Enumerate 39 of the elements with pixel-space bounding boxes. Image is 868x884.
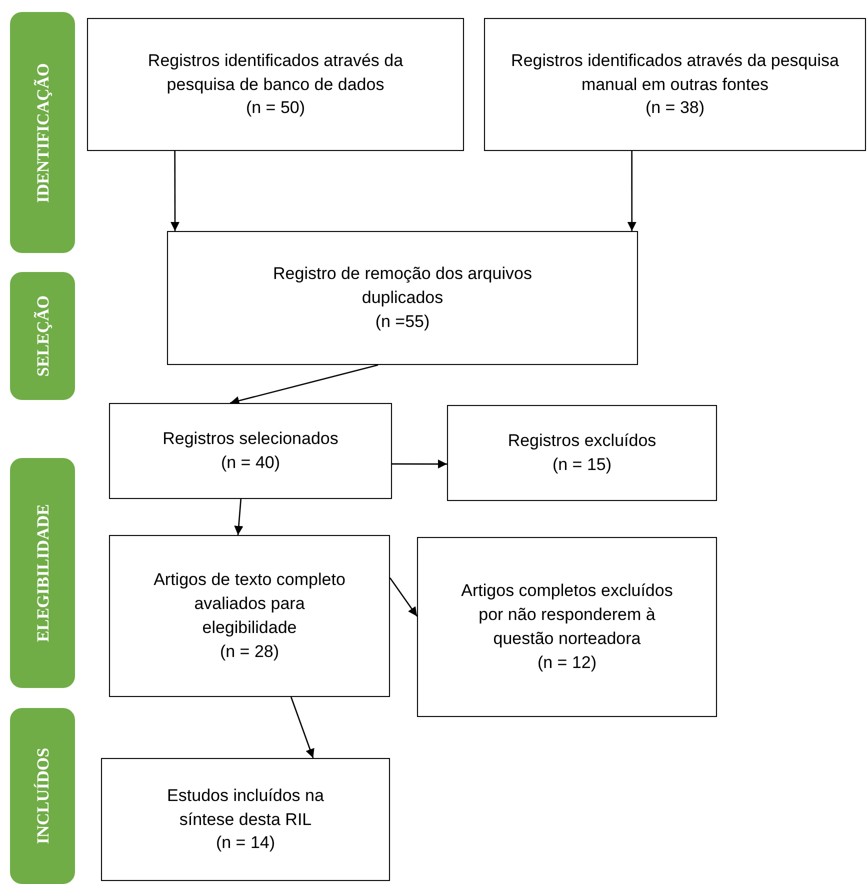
- phase-label: IDENTIFICAÇÃO: [32, 62, 53, 202]
- arrow: [389, 578, 418, 617]
- arrow: [230, 364, 378, 406]
- box-text: (n = 15): [552, 454, 612, 476]
- phase-label: INCLUÍDOS: [32, 748, 53, 844]
- box-text: Registros excluídos: [508, 430, 656, 452]
- box-text: (n = 40): [220, 452, 280, 474]
- box-text: (n =55): [375, 310, 430, 333]
- box-text: (n = 12): [537, 652, 597, 674]
- process-box: [87, 18, 464, 151]
- box-text: Registros identificados através da pesquisa manual em outras fontes: [510, 50, 840, 96]
- phase-band: [10, 458, 75, 688]
- process-box: [167, 231, 638, 365]
- phase-label: SELEÇÃO: [32, 295, 53, 377]
- box-text: Registro de remoção dos arquivos duplicados: [272, 263, 533, 310]
- arrow: [392, 459, 447, 469]
- process-box: [447, 405, 717, 501]
- box-text: (n = 38): [645, 97, 705, 120]
- phase-band: [10, 272, 75, 400]
- box-text: Artigos completos excluídos por não responderem à questão norteadora: [460, 580, 674, 650]
- arrow: [627, 151, 636, 231]
- process-box: [109, 535, 390, 697]
- process-box: [101, 758, 390, 881]
- box-text: (n = 28): [220, 640, 280, 663]
- box-text: (n = 14): [216, 832, 276, 854]
- box-text: Artigos de texto completo avaliados para elegibilidade: [152, 569, 346, 639]
- phase-band: [10, 12, 75, 253]
- arrow: [290, 696, 314, 758]
- arrow: [234, 498, 244, 536]
- box-text: (n = 50): [246, 97, 306, 120]
- box-text: Registros identificados através da pesquisa de banco de dados: [146, 50, 404, 96]
- process-box: [109, 403, 392, 499]
- phase-label: ELEGIBILIDADE: [32, 504, 53, 642]
- box-text: Estudos incluídos na síntese desta RIL: [166, 784, 325, 831]
- process-box: [484, 18, 866, 151]
- process-box: [417, 537, 717, 717]
- box-text: Registros selecionados: [162, 428, 338, 450]
- arrow: [170, 151, 180, 231]
- phase-band: [10, 708, 75, 884]
